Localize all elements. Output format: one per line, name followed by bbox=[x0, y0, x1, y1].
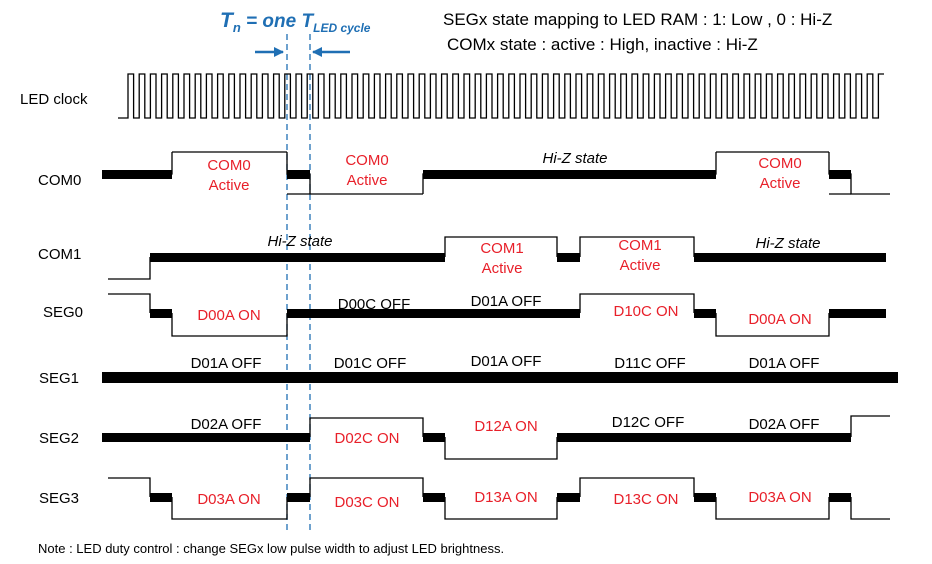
seg0-hiz-segment bbox=[150, 309, 172, 318]
com1-state-label: Hi-Z state bbox=[267, 233, 332, 250]
signal-label-led-clock: LED clock bbox=[20, 91, 88, 108]
seg0-hiz-segment bbox=[829, 309, 886, 318]
seg3-hiz-segment bbox=[557, 493, 580, 502]
com0-state-label: Hi-Z state bbox=[542, 150, 607, 167]
seg0-waveform bbox=[108, 293, 830, 337]
seg0-state-label: D00A ON bbox=[197, 307, 260, 324]
seg2-state-label: D02A OFF bbox=[749, 416, 820, 433]
seg0-state-label: D01A OFF bbox=[471, 293, 542, 310]
com1-state-label: COM1 bbox=[618, 237, 661, 254]
seg3-hiz-segment bbox=[150, 493, 172, 502]
com0-waveform-lines bbox=[172, 151, 851, 195]
seg3-hiz-segment bbox=[694, 493, 716, 502]
header-line-1: SEGx state mapping to LED RAM : 1: Low ,… bbox=[443, 10, 832, 29]
seg3-hiz-segment bbox=[423, 493, 445, 502]
seg2-hiz-segment bbox=[102, 433, 310, 442]
signal-label-com0: COM0 bbox=[38, 172, 81, 189]
seg2-waveform bbox=[309, 415, 890, 460]
seg2-hiz-segment bbox=[423, 433, 445, 442]
seg1-state-label: D01A OFF bbox=[191, 355, 262, 372]
seg3-waveform bbox=[108, 477, 890, 520]
com1-hiz-segment bbox=[557, 253, 580, 262]
signal-label-seg2: SEG2 bbox=[39, 430, 79, 447]
seg3-state-label: D03A ON bbox=[748, 489, 811, 506]
com1-state-label: Hi-Z state bbox=[755, 235, 820, 252]
header-line-2: COMx state : active : High, inactive : H… bbox=[447, 35, 758, 54]
seg1-state-label: D01A OFF bbox=[749, 355, 820, 372]
com1-state-label: COM1 bbox=[480, 240, 523, 257]
seg3-state-label: D13C ON bbox=[613, 491, 678, 508]
seg3-state-label: D13A ON bbox=[474, 489, 537, 506]
com1-state-label: Active bbox=[620, 257, 661, 274]
seg3-state-label: D03C ON bbox=[334, 494, 399, 511]
com0-hiz-segment bbox=[423, 170, 716, 179]
seg3-state-label: D03A ON bbox=[197, 491, 260, 508]
seg1-state-label: D11C OFF bbox=[614, 355, 685, 372]
seg0-hiz-segment bbox=[287, 309, 580, 318]
seg0-state-label: D10C ON bbox=[613, 303, 678, 320]
com1-state-label: Active bbox=[482, 260, 523, 277]
com1-waveform bbox=[108, 236, 695, 280]
com0-hiz-segment bbox=[102, 170, 172, 179]
seg3-hiz-segment bbox=[287, 493, 310, 502]
com0-hiz-segment bbox=[287, 170, 310, 179]
com1-hiz-segment bbox=[150, 253, 445, 262]
seg0-hiz-segment bbox=[694, 309, 716, 318]
signal-label-seg0: SEG0 bbox=[43, 304, 83, 321]
footer-note: Note : LED duty control : change SEGx lo… bbox=[38, 541, 504, 556]
com0-state-label: Active bbox=[209, 177, 250, 194]
seg1-hiz-segment bbox=[102, 372, 898, 383]
com0-state-label: Active bbox=[347, 172, 388, 189]
seg3-hiz-segment bbox=[829, 493, 851, 502]
com0-state-label: COM0 bbox=[207, 157, 250, 174]
com0-state-label: Active bbox=[760, 175, 801, 192]
signal-label-seg1: SEG1 bbox=[39, 370, 79, 387]
seg2-hiz-segment bbox=[557, 433, 851, 442]
seg1-state-label: D01C OFF bbox=[334, 355, 407, 372]
com0-hiz-segment bbox=[829, 170, 851, 179]
signal-label-com1: COM1 bbox=[38, 246, 81, 263]
seg2-state-label: D12C OFF bbox=[612, 414, 685, 431]
seg0-state-label: D00A ON bbox=[748, 311, 811, 328]
tn-annotation: Tn = one TLED cycle bbox=[220, 9, 371, 35]
seg1-state-label: D01A OFF bbox=[471, 353, 542, 370]
seg2-state-label: D12A ON bbox=[474, 418, 537, 435]
com0-state-label: COM0 bbox=[758, 155, 801, 172]
seg0-state-label: D00C OFF bbox=[338, 296, 411, 313]
led-clock-waveform bbox=[118, 73, 884, 119]
com0-state-label: COM0 bbox=[345, 152, 388, 169]
seg2-state-label: D02A OFF bbox=[191, 416, 262, 433]
seg2-state-label: D02C ON bbox=[334, 430, 399, 447]
signal-label-seg3: SEG3 bbox=[39, 490, 79, 507]
com1-hiz-segment bbox=[694, 253, 886, 262]
